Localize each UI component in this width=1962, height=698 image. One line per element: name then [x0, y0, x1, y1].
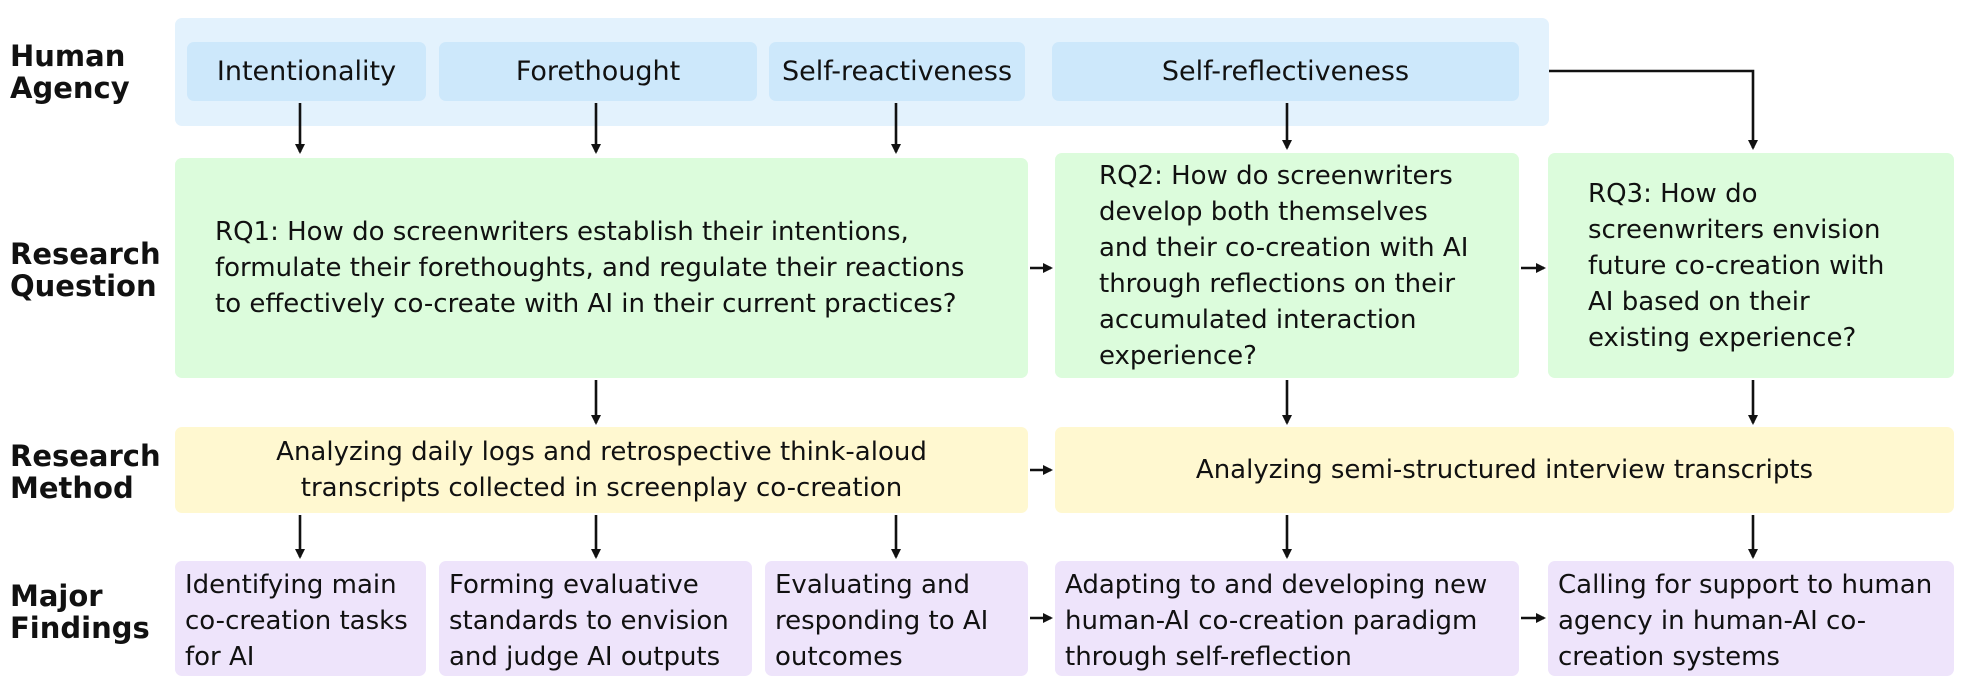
rq3-box: RQ3: How do screenwriters envision futur… — [1548, 153, 1954, 378]
method-interviews: Analyzing semi-structured interview tran… — [1055, 427, 1954, 513]
row-label-research-method: Research Method — [10, 439, 161, 505]
finding-new-paradigm: Adapting to and developing new human-AI … — [1055, 561, 1519, 676]
row-label-research-question: Research Question — [10, 237, 161, 303]
agency-forethought: Forethought — [439, 42, 757, 101]
method-logs-text: Analyzing daily logs and retrospective t… — [276, 437, 927, 503]
finding-2-text: Forming evaluative standards to envision… — [449, 570, 729, 672]
method-interviews-text: Analyzing semi-structured interview tran… — [1195, 455, 1814, 485]
finding-3-text: Evaluating and responding to AI outcomes — [775, 570, 989, 672]
row-label-human-agency: Human Agency — [10, 39, 130, 105]
arrow-agency-to-rq3 — [1549, 69, 1758, 150]
rq2-box: RQ2: How do screenwriters develop both t… — [1055, 153, 1519, 378]
method-logs-think-aloud: Analyzing daily logs and retrospective t… — [175, 427, 1028, 513]
finding-evaluative-standards: Forming evaluative standards to envision… — [439, 561, 752, 676]
finding-co-creation-tasks: Identifying main co-creation tasks for A… — [175, 561, 426, 676]
rq2-text: RQ2: How do screenwriters develop both t… — [1099, 160, 1469, 371]
finding-1-text: Identifying main co-creation tasks for A… — [185, 570, 408, 672]
finding-5-text: Calling for support to human agency in h… — [1558, 570, 1933, 672]
finding-support-agency: Calling for support to human agency in h… — [1548, 561, 1954, 676]
rq1-text: RQ1: How do screenwriters establish thei… — [215, 217, 965, 319]
agency-intentionality: Intentionality — [187, 42, 426, 101]
rq1-box: RQ1: How do screenwriters establish thei… — [175, 158, 1028, 378]
agency-self-reactiveness: Self-reactiveness — [769, 42, 1025, 101]
finding-evaluating-responding: Evaluating and responding to AI outcomes — [765, 561, 1028, 676]
row-label-major-findings: Major Findings — [10, 579, 150, 645]
agency-self-reflectiveness: Self-reflectiveness — [1052, 42, 1519, 101]
finding-4-text: Adapting to and developing new human-AI … — [1065, 570, 1488, 672]
rq3-text: RQ3: How do screenwriters envision futur… — [1588, 178, 1885, 353]
